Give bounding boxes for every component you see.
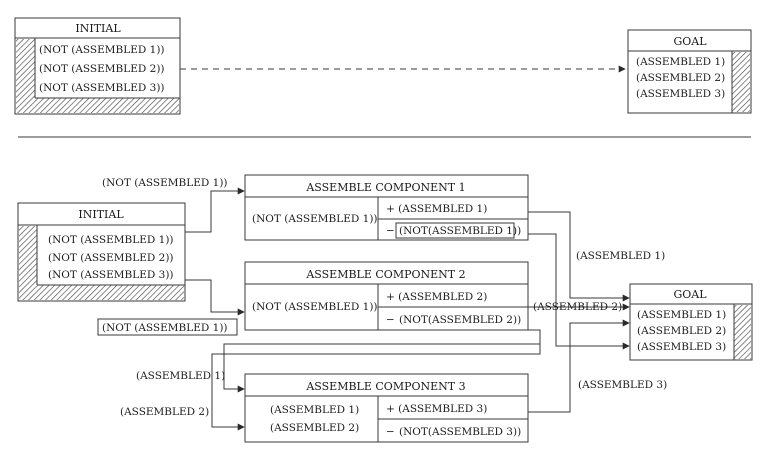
step-1-threat-highlight	[395, 222, 515, 239]
step-3-precondition-1: (ASSEMBLED 1)	[270, 404, 359, 416]
link-label-to-step-3-b: (ASSEMBLED 2)	[120, 406, 209, 418]
step-1-add-effect: + (ASSEMBLED 1)	[386, 203, 487, 215]
bottom-initial-condition-2: (NOT (ASSEMBLED 2))	[48, 252, 174, 264]
threat-label-box	[97, 318, 238, 336]
link-step-1-threat	[528, 233, 630, 350]
step-assemble-component-3: ASSEMBLE COMPONENT 3 (ASSEMBLED 1) (ASSE…	[244, 373, 529, 443]
top-initial-title: INITIAL	[75, 22, 121, 35]
step-2-precondition: (NOT (ASSEMBLED 1))	[252, 301, 378, 313]
bottom-goal-title: GOAL	[673, 288, 707, 301]
step-2-delete-effect: (NOT(ASSEMBLED 2))	[399, 314, 521, 326]
top-goal-title: GOAL	[673, 35, 707, 48]
link-label-step-1-to-goal: (ASSEMBLED 1)	[576, 250, 665, 262]
bottom-initial-condition-3: (NOT (ASSEMBLED 3))	[48, 269, 174, 281]
link-initial-to-step-2	[185, 279, 245, 316]
step-3-delete-effect: (NOT(ASSEMBLED 3))	[399, 426, 521, 438]
top-goal-condition-3: (ASSEMBLED 3)	[636, 88, 725, 100]
top-initial-condition-2: (NOT (ASSEMBLED 2))	[39, 63, 165, 75]
top-goal-condition-1: (ASSEMBLED 1)	[636, 56, 725, 68]
step-3-precondition-2: (ASSEMBLED 2)	[270, 422, 359, 434]
bottom-goal-condition-2: (ASSEMBLED 2)	[637, 325, 726, 337]
step-1-precondition: (NOT (ASSEMBLED 1))	[252, 213, 378, 225]
step-3-title: ASSEMBLE COMPONENT 3	[305, 380, 465, 393]
step-assemble-component-1: ASSEMBLE COMPONENT 1 (NOT (ASSEMBLED 1))…	[244, 174, 529, 241]
step-1-title: ASSEMBLE COMPONENT 1	[305, 181, 465, 194]
bottom-goal-condition-3: (ASSEMBLED 3)	[637, 341, 726, 353]
link-label-step-3-to-goal: (ASSEMBLED 3)	[578, 379, 667, 391]
step-assemble-component-2: ASSEMBLE COMPONENT 2 (NOT (ASSEMBLED 1))…	[244, 261, 529, 331]
step-2-delete-sign: −	[386, 314, 395, 326]
top-goal-box: GOAL (ASSEMBLED 1) (ASSEMBLED 2) (ASSEMB…	[627, 29, 752, 114]
step-1-delete-sign: −	[386, 225, 395, 237]
top-initial-condition-1: (NOT (ASSEMBLED 1))	[39, 44, 165, 56]
link-label-initial-to-step-1: (NOT (ASSEMBLED 1))	[102, 177, 228, 189]
step-1-delete-effect: (NOT(ASSEMBLED 1))	[399, 225, 521, 237]
bottom-goal-condition-1: (ASSEMBLED 1)	[637, 309, 726, 321]
top-goal-condition-2: (ASSEMBLED 2)	[636, 72, 725, 84]
link-step-1-to-step-3	[211, 344, 541, 431]
bottom-initial-title: INITIAL	[78, 208, 124, 221]
bottom-goal-box: GOAL (ASSEMBLED 1) (ASSEMBLED 2) (ASSEMB…	[629, 283, 753, 361]
link-step-2-to-step-3	[223, 329, 541, 393]
top-initial-box: INITIAL (NOT (ASSEMBLED 1)) (NOT (ASSEMB…	[14, 17, 181, 115]
link-label-to-step-3-a: (ASSEMBLED 1)	[136, 370, 225, 382]
link-step-1-to-goal	[528, 211, 630, 302]
link-label-initial-to-step-2: (NOT (ASSEMBLED 1))	[102, 322, 228, 334]
step-3-delete-sign: −	[386, 426, 395, 438]
bottom-initial-box: INITIAL (NOT (ASSEMBLED 1)) (NOT (ASSEMB…	[17, 202, 186, 302]
link-label-step-2-to-goal: (ASSEMBLED 2)	[533, 301, 622, 313]
step-2-title: ASSEMBLE COMPONENT 2	[305, 268, 465, 281]
link-step-3-to-goal	[528, 319, 630, 413]
step-3-add-effect: + (ASSEMBLED 3)	[386, 403, 487, 415]
link-initial-to-step-1	[185, 187, 245, 233]
top-initial-condition-3: (NOT (ASSEMBLED 3))	[39, 82, 165, 94]
bottom-initial-condition-1: (NOT (ASSEMBLED 1))	[48, 234, 174, 246]
step-2-add-effect: + (ASSEMBLED 2)	[386, 291, 487, 303]
